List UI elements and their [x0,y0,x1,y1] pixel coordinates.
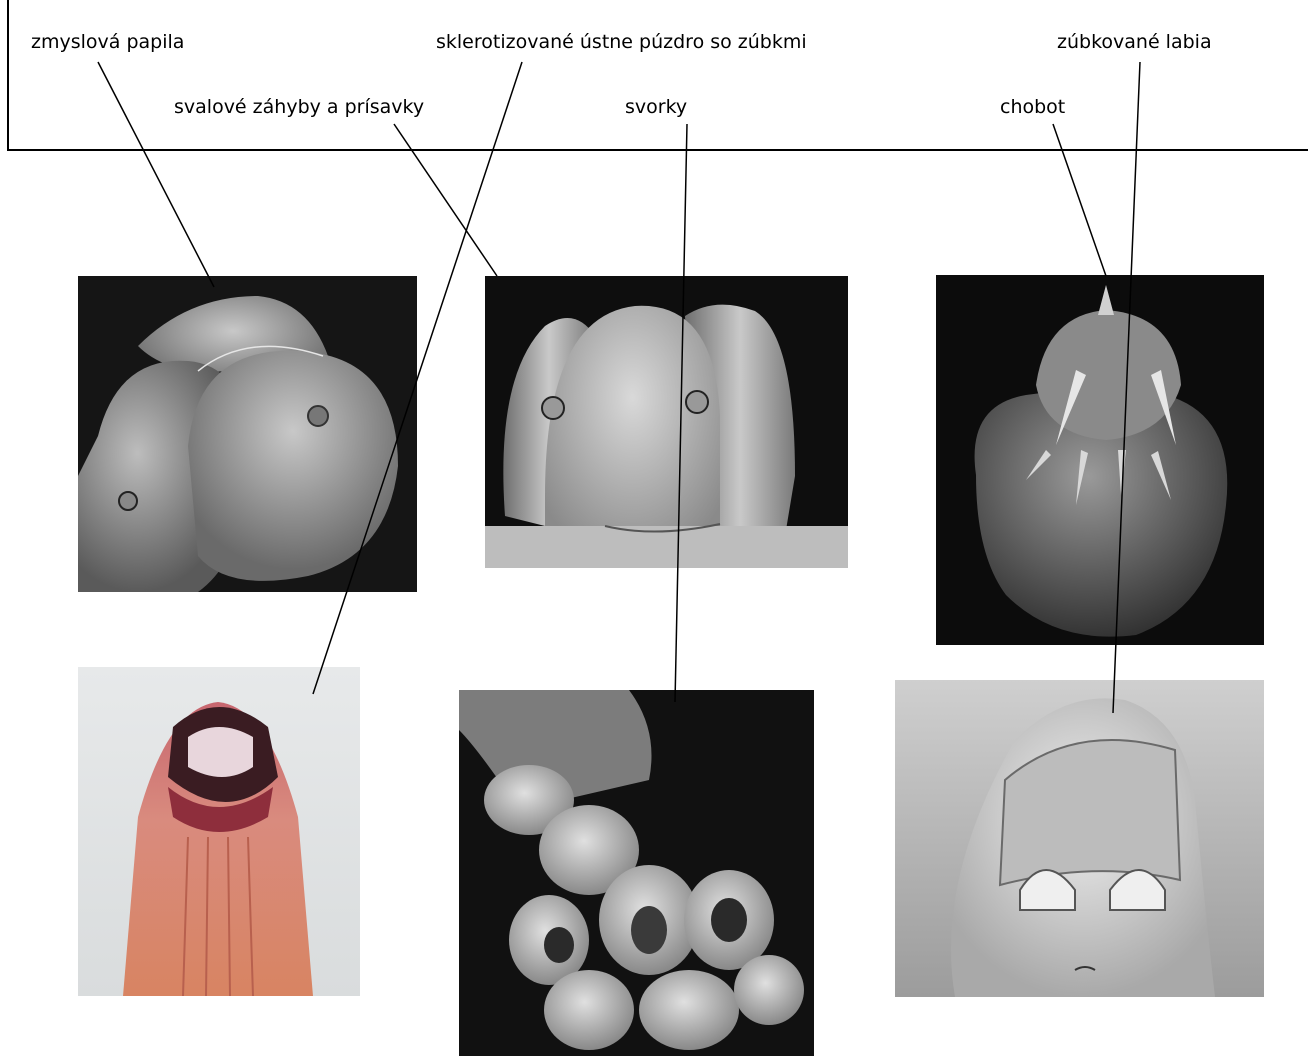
leader-buccal-capsule [313,62,522,694]
leader-proboscis [1053,124,1106,276]
leader-sensory-papilla [98,62,214,287]
leader-suckers [394,124,497,276]
leader-clamps [675,124,687,702]
leader-labia [1113,62,1140,713]
